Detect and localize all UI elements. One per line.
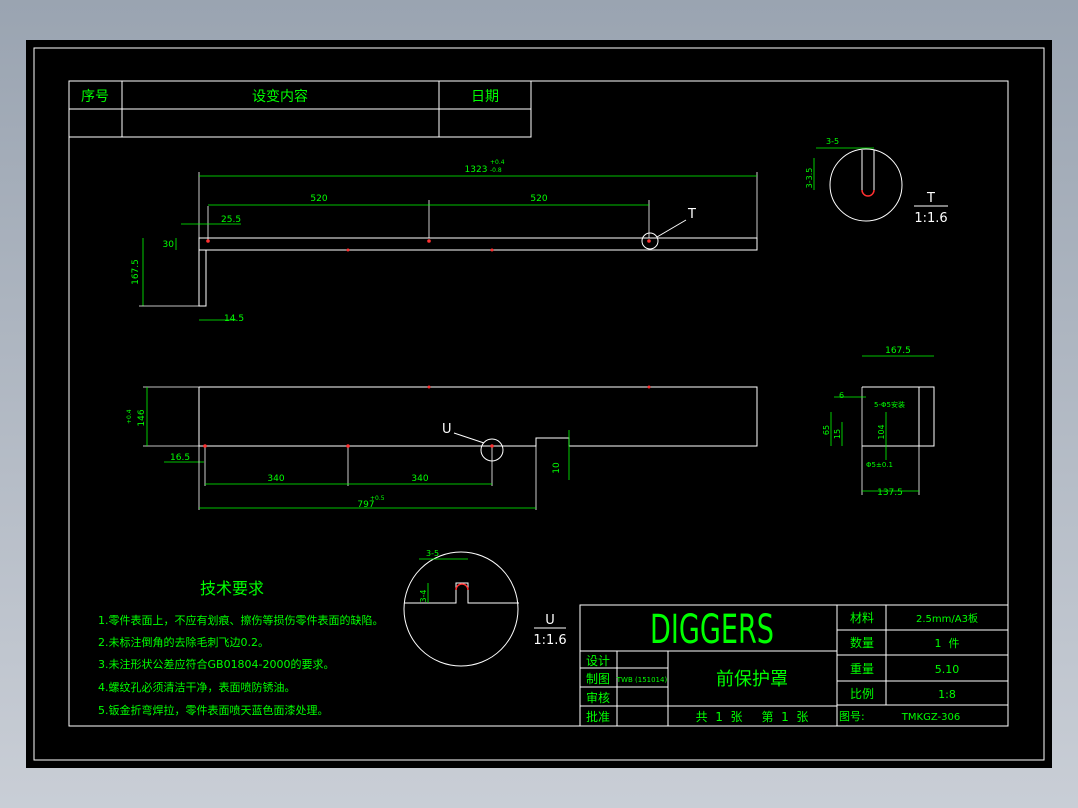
detail-u-label: U [545,613,555,628]
detail-t: 3-5 3-3.5 T 1:1.6 [805,137,948,226]
drawing-sheet: 序号 设变内容 日期 1323 +0.4 -0.8 520 520 25.5 3… [26,40,1052,768]
tech-item-5: 5.钣金折弯焊拉，零件表面喷天蓝色面漆处理。 [98,703,329,717]
tech-title: 技术要求 [200,579,264,598]
rev-col-content: 设变内容 [252,88,308,105]
top-foot-dim: 14.5 [224,314,244,324]
approve-label: 批准 [586,709,610,724]
detail-u-height: 3-4 [419,589,428,602]
material-label: 材料 [850,611,874,625]
inner-border [68,80,1009,727]
draft-value: TWB (151014) [616,676,668,684]
front-view: 146 +0.4 16.5 340 340 797 +0.5 10 U [126,385,758,510]
front-seg2-dim: 340 [411,474,428,484]
detail-t-label: T [926,191,935,206]
drawing-no-label: 图号: [839,710,865,723]
front-step-dim: 10 [552,462,562,474]
tech-item-3: 3.未注形状公差应符合GB01804-2000的要求。 [98,657,335,671]
tech-item-2: 2.未标注倒角的去除毛刺飞边0.2。 [98,635,269,649]
weight-label: 重量 [850,662,874,676]
side-h3: 104 [877,424,886,439]
detail-t-height: 3-3.5 [805,168,814,189]
side-top-width: 167.5 [885,346,911,356]
side-h2: 15 [833,429,842,439]
review-label: 审核 [586,690,610,705]
detail-u: 3-5 3-4 U 1:1.6 [403,549,567,667]
drawing-no-value: TMKGZ-306 [901,712,960,723]
detail-t-width: 3-5 [826,137,839,146]
top-leg-dim: 167.5 [131,259,141,285]
cad-drawing: 序号 设变内容 日期 1323 +0.4 -0.8 520 520 25.5 3… [33,47,1045,761]
scale-label: 比例 [850,687,874,701]
material-value: 2.5mm/A3板 [916,612,978,625]
front-seg1-dim: 340 [267,474,284,484]
outer-border [33,47,1045,761]
detail-t-scale: 1:1.6 [914,211,947,226]
top-seg1-dim: 520 [310,194,327,204]
front-detail-label: U [442,422,452,437]
title-block: DIGGERS 前保护罩 设计 制图 TWB (151014) 审核 批准 共 … [579,604,1009,727]
front-overall-dim: 797 [357,500,374,510]
qty-label: 数量 [850,635,874,650]
top-overall-tol-lower: -0.8 [490,167,502,174]
tech-requirements: 技术要求 1.零件表面上，不应有划痕、擦伤等损伤零件表面的缺陷。 2.未标注倒角… [98,579,384,717]
detail-u-scale: 1:1.6 [533,633,566,648]
rev-col-no: 序号 [81,89,109,105]
top-offset-dim: 25.5 [221,215,241,225]
sheet-count: 共 1 张 第 1 张 [696,710,809,724]
tech-item-4: 4.螺纹孔必须清洁干净，表面喷防锈油。 [98,680,296,694]
part-name: 前保护罩 [716,669,788,690]
side-view: 167.5 6 5-Φ5安装 65 15 104 Φ5±0.1 137.5 [822,346,935,498]
design-label: 设计 [586,654,610,668]
side-h1: 65 [822,425,831,435]
side-bottom-width: 137.5 [877,488,903,498]
top-overall-tol-upper: +0.4 [490,159,505,166]
side-note: 5-Φ5安装 [874,400,905,409]
qty-value: 1 件 [935,637,960,650]
detail-u-width: 3-5 [426,549,439,558]
draft-label: 制图 [586,672,610,686]
revision-table: 序号 设变内容 日期 [68,80,532,138]
side-hole: Φ5±0.1 [866,461,893,469]
front-height-tol: +0.4 [126,409,133,424]
side-inner-dim: 6 [839,391,844,400]
front-height-dim: 146 [137,409,147,426]
weight-value: 5.10 [935,663,960,676]
tech-item-1: 1.零件表面上，不应有划痕、擦伤等损伤零件表面的缺陷。 [98,613,384,627]
scale-value: 1:8 [938,688,956,701]
rev-col-date: 日期 [471,89,499,105]
top-detail-label: T [687,207,696,222]
top-overall-dim: 1323 [465,165,488,175]
top-seg2-dim: 520 [530,194,547,204]
front-overall-tol: +0.5 [370,495,385,502]
front-left-offset-dim: 16.5 [170,453,190,463]
top-height-dim: 30 [163,240,175,250]
company-name: DIGGERS [650,607,774,653]
top-view: 1323 +0.4 -0.8 520 520 25.5 30 167.5 14.… [131,159,758,324]
